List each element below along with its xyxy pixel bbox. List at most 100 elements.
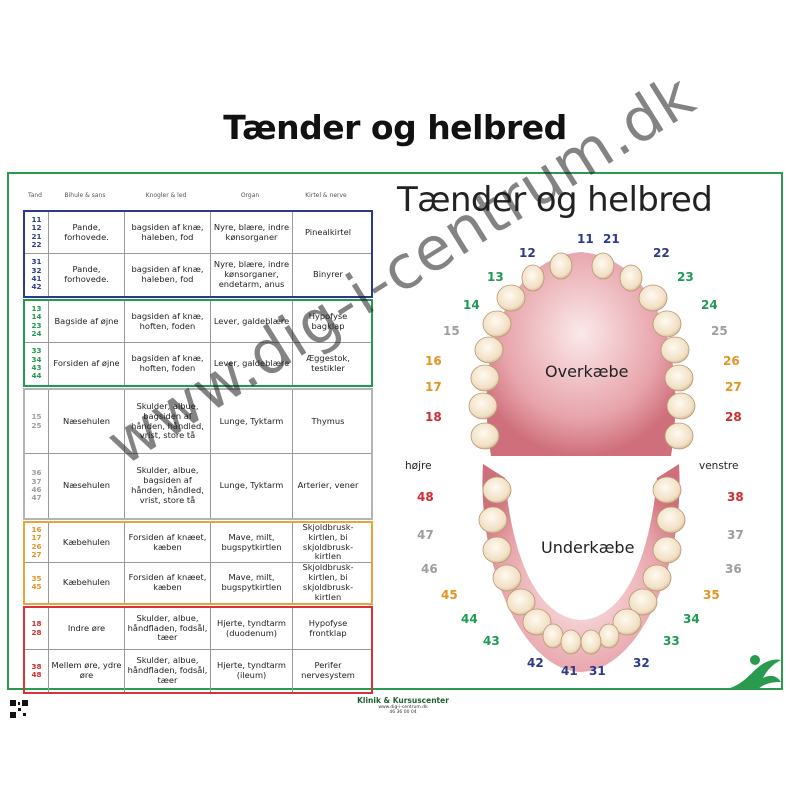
tooth [482, 536, 512, 564]
tooth [652, 536, 682, 564]
tooth [660, 336, 690, 364]
tooth [612, 608, 642, 636]
tooth-number: 45 [31, 582, 42, 591]
tooth [664, 422, 694, 450]
tooth [598, 623, 620, 649]
tooth-label: 18 [425, 410, 442, 424]
bones-cell: Forsiden af knæet, kæben [125, 523, 211, 562]
tooth-number: 22 [31, 239, 42, 249]
upper-jaw-label: Overkæbe [545, 362, 629, 381]
tooth-label: 22 [653, 246, 670, 260]
tooth [482, 476, 512, 504]
header-tooth: Tand [28, 192, 42, 199]
tooth-number: 21 [31, 231, 42, 241]
bones-cell: Skulder, albue, håndfladen, fodsål, tæer [125, 650, 211, 692]
tooth-label: 21 [603, 232, 620, 246]
tooth-label: 14 [463, 298, 480, 312]
tooth-number: 32 [31, 265, 42, 275]
footer-logo: Klinik & Kursuscenter www.dig-i-centrum.… [331, 696, 475, 720]
sinus-cell: Mellem øre, ydre øre [49, 650, 125, 692]
footer-phone: 46 36 00 04 [389, 710, 417, 715]
header-organ: Organ [240, 192, 260, 199]
header-sinus: Bihule & sans [64, 192, 106, 199]
tooth-number: 26 [31, 541, 42, 551]
tooth [474, 336, 504, 364]
organ-cell: Hjerte, tyndtarm (duodenum) [211, 608, 293, 649]
tooth-number: 24 [31, 328, 42, 338]
sinus-cell: Næsehulen [49, 454, 125, 518]
tooth-number: 37 [31, 476, 42, 486]
tooth-number: 34 [31, 354, 42, 364]
tooth [638, 284, 668, 312]
tooth-number: 15 [31, 412, 42, 422]
tooth-label: 24 [701, 298, 718, 312]
tooth-number: 43 [31, 363, 42, 372]
tooth [628, 588, 658, 616]
left-side-label: venstre [699, 460, 739, 472]
tooth-label: 41 [561, 664, 578, 678]
tooth-number: 48 [31, 670, 42, 679]
sinus-cell: Næsehulen [49, 390, 125, 453]
tooth-label: 26 [723, 354, 740, 368]
tooth-number: 14 [31, 312, 42, 322]
tooth [470, 422, 500, 450]
header-gland: Kirtel & nerve [305, 192, 347, 199]
table-header: Tand Bihule & sans Knogler & led Organ K… [23, 188, 373, 210]
tooth-number: 31 [31, 257, 42, 267]
tooth [664, 364, 694, 392]
tooth-label: 36 [725, 562, 742, 576]
diagram-title: Tænder og helbred [397, 180, 713, 220]
jaws-illustration [468, 252, 696, 672]
sinus-cell: Pande, forhovede. [49, 212, 125, 253]
right-side-label: højre [405, 460, 432, 472]
footer-brand: Klinik & Kursuscenter [357, 696, 449, 705]
gland-cell: Skjoldbrusk-kirtlen, bi skjoldbrusk-kirt… [302, 562, 354, 602]
tooth [549, 252, 573, 280]
tooth-label: 38 [727, 490, 744, 504]
tooth-number: 42 [31, 282, 42, 292]
organ-cell: Nyre, blære, indre kønsorganer, endetarm… [211, 254, 293, 296]
tooth-label: 25 [711, 324, 728, 338]
organ-cell: Lunge, Tyktarm [211, 454, 293, 518]
tooth-label: 31 [589, 664, 606, 678]
organ-cell: Mave, milt, bugspytkirtlen [211, 523, 293, 562]
bones-cell: bagsiden af knæ, haleben, fod [125, 212, 211, 253]
tooth-label: 13 [487, 270, 504, 284]
organ-cell: Mave, milt, bugspytkirtlen [211, 563, 293, 603]
organ-cell: Lever, galdeblære [211, 301, 293, 342]
tooth-number: 27 [31, 549, 42, 559]
organ-cell: Nyre, blære, indre kønsorganer [211, 212, 293, 253]
tooth [656, 506, 686, 534]
flourish-icon [717, 655, 781, 690]
organ-cell: Hjerte, tyndtarm (ileum) [211, 650, 293, 692]
tooth-label: 45 [441, 588, 458, 602]
gland-cell: Binyrer [313, 269, 343, 280]
tooth-label: 47 [417, 528, 434, 542]
tooth-number: 41 [31, 274, 42, 283]
tooth-label: 23 [677, 270, 694, 284]
tooth [652, 476, 682, 504]
tooth [482, 310, 512, 338]
tooth-label: 44 [461, 612, 478, 626]
gland-cell: Pinealkirtel [304, 226, 352, 237]
header-bones: Knogler & led [145, 192, 187, 199]
tooth-number: 36 [31, 468, 42, 478]
qr-code-icon [10, 700, 28, 718]
